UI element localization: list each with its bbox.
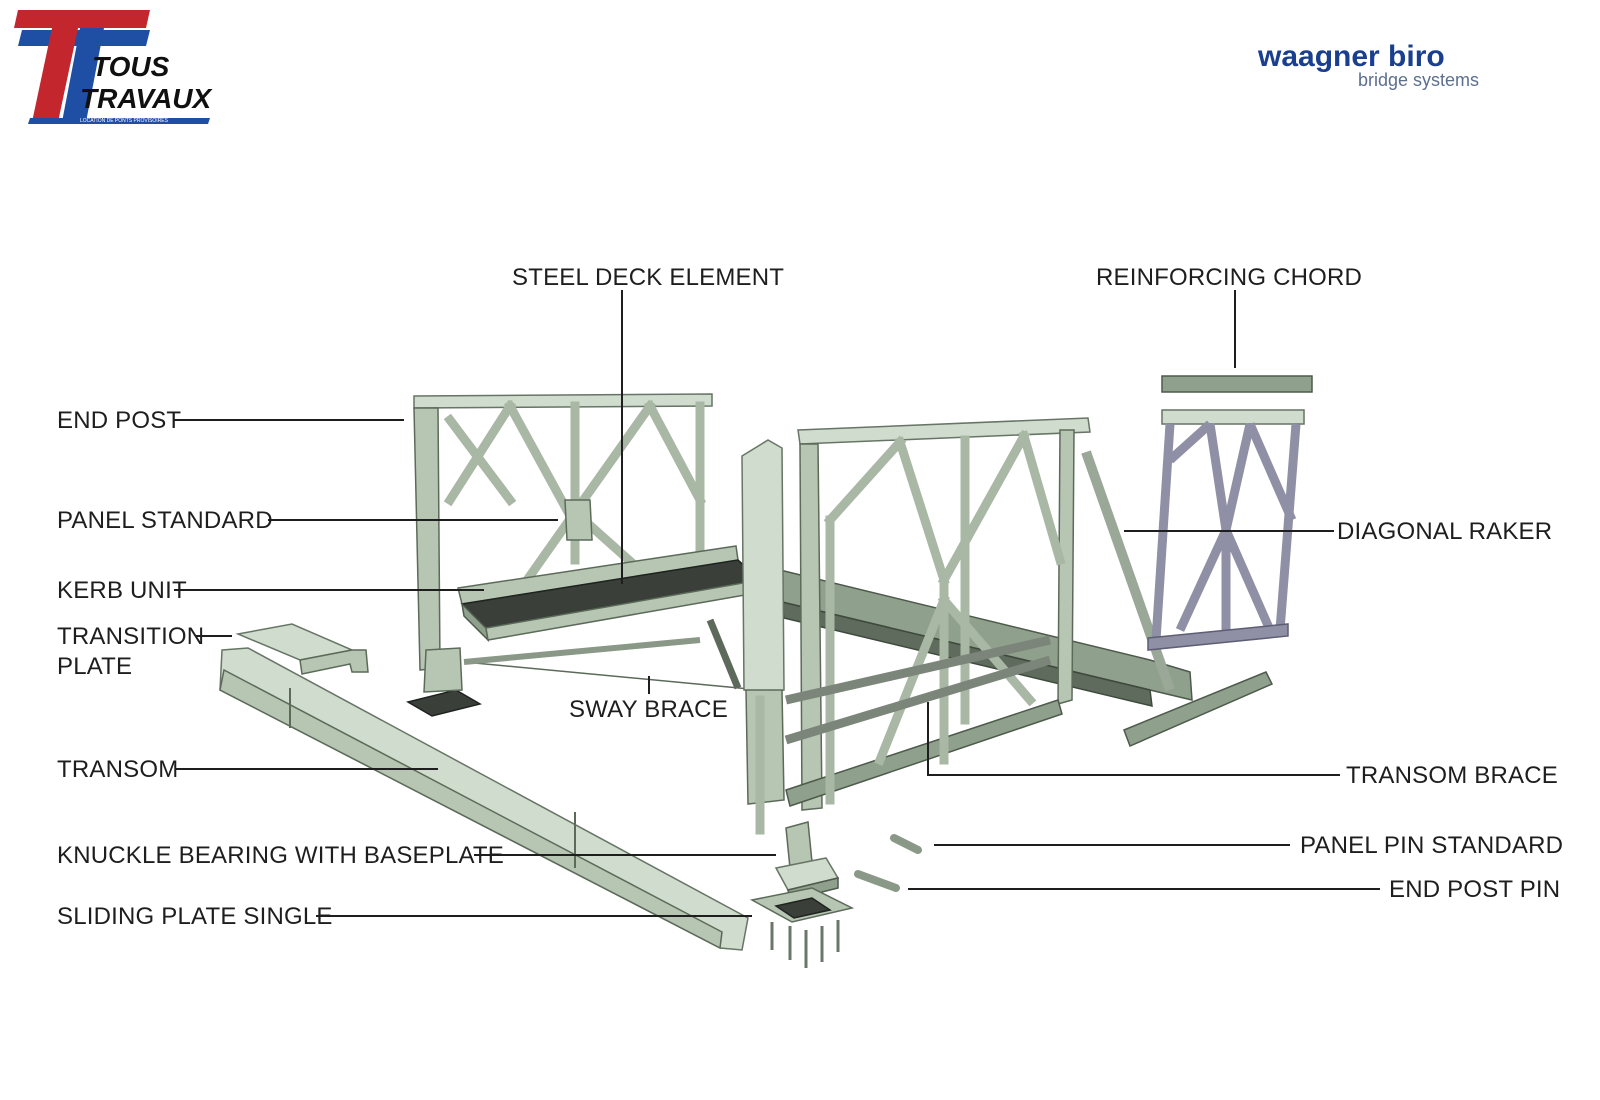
label-sliding-plate: SLIDING PLATE SINGLE — [57, 903, 333, 930]
label-knuckle-bearing: KNUCKLE BEARING WITH BASEPLATE — [57, 842, 504, 869]
transition-plate — [235, 623, 369, 675]
sliding-plate — [749, 887, 855, 968]
tous-travaux-logo: TOUS TRAVAUX LOCATION DE PONTS PROVISOIR… — [14, 10, 214, 124]
sway-brace — [463, 618, 761, 691]
label-diagonal-raker: DIAGONAL RAKER — [1337, 518, 1552, 545]
label-panel-standard: PANEL STANDARD — [57, 507, 273, 534]
label-transom: TRANSOM — [57, 756, 178, 783]
waagner-biro-name: waagner biro — [1257, 40, 1445, 73]
label-steel-deck-element: STEEL DECK ELEMENT — [512, 264, 784, 291]
logo-tagline: LOCATION DE PONTS PROVISOIRES — [80, 118, 169, 124]
end-post-pin — [854, 870, 900, 892]
label-transition-plate-1: TRANSITION — [57, 623, 204, 650]
reinforcing-chord — [1161, 375, 1313, 393]
right-panel-rear — [1147, 409, 1305, 651]
label-transition-plate-2: PLATE — [57, 653, 132, 680]
waagner-biro-logo: waagner biro bridge systems — [1257, 40, 1479, 90]
leader-lines — [174, 290, 1380, 917]
transom-beam — [219, 647, 749, 951]
bridge-illustration — [219, 375, 1313, 968]
label-reinforcing-chord: REINFORCING CHORD — [1096, 264, 1362, 291]
right-panel-front — [784, 417, 1091, 811]
end-post-center — [741, 439, 785, 835]
tous-travaux-emblem — [14, 10, 210, 124]
logo-line1: TOUS — [92, 51, 170, 82]
steel-deck-element — [457, 545, 763, 643]
label-kerb-unit: KERB UNIT — [57, 577, 187, 604]
rail-right — [1123, 671, 1274, 748]
label-end-post-pin: END POST PIN — [1389, 876, 1560, 903]
diagonal-raker-bar — [1081, 450, 1175, 692]
left-panel — [413, 393, 713, 693]
leader-transom-brace — [927, 702, 1340, 776]
panel-pin — [890, 834, 922, 854]
logo-line2: TRAVAUX — [80, 83, 214, 114]
labels: STEEL DECK ELEMENT REINFORCING CHORD END… — [57, 264, 1563, 930]
label-transom-brace: TRANSOM BRACE — [1346, 762, 1558, 789]
label-panel-pin-standard: PANEL PIN STANDARD — [1300, 832, 1563, 859]
label-sway-brace: SWAY BRACE — [569, 696, 728, 723]
left-bearing-plate — [406, 689, 482, 717]
label-end-post: END POST — [57, 407, 181, 434]
waagner-biro-sub: bridge systems — [1358, 70, 1479, 90]
